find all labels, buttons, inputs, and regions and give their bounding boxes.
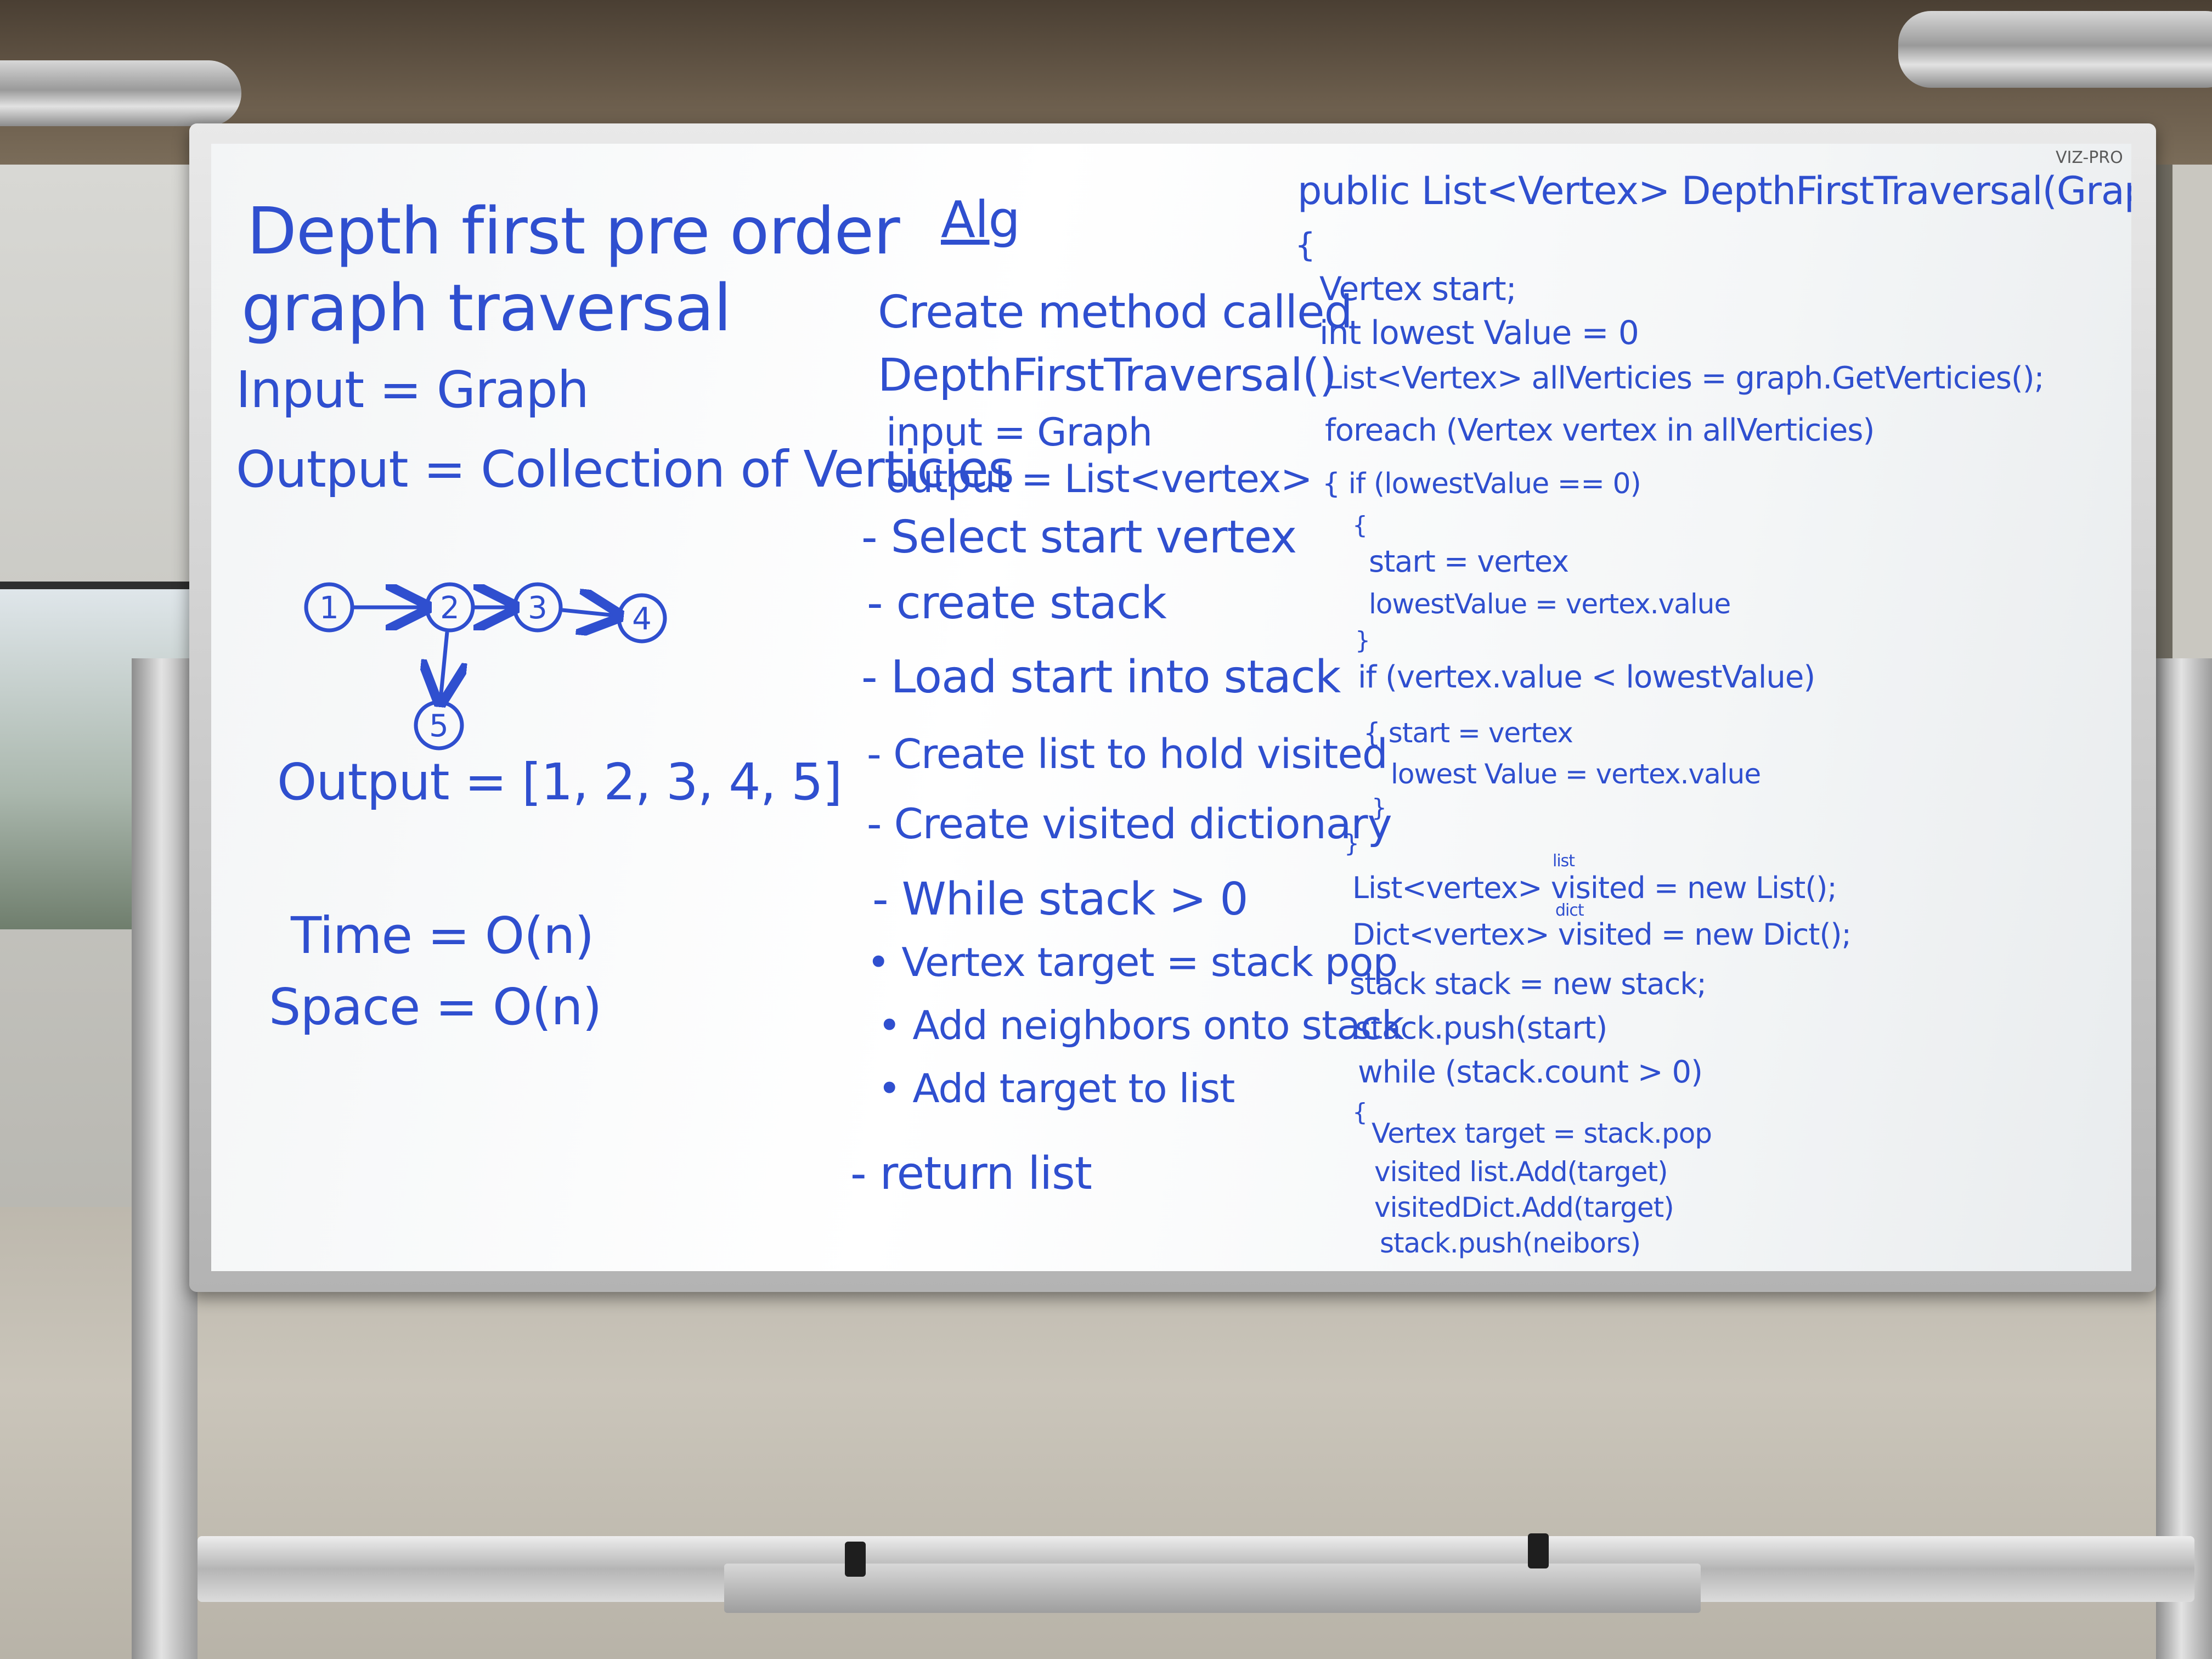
node-label-3: 3	[528, 590, 548, 626]
code-line-1: {	[1295, 226, 1316, 264]
step-3: input = Graph	[886, 410, 1153, 455]
title-line-2: graph traversal	[241, 270, 732, 346]
tray-clip-left	[845, 1542, 866, 1577]
code-line-14: }	[1372, 794, 1387, 822]
code-line-15: }	[1344, 830, 1359, 857]
whiteboard: VIZ-PRO Depth first pre order graph trav…	[211, 144, 2131, 1271]
code-line-16: List<vertex> visited = new List();	[1352, 871, 1837, 905]
stand-left-post	[132, 658, 198, 1659]
input-label: Input = Graph	[236, 360, 589, 419]
code-line-24: visitedDict.Add(target)	[1374, 1192, 1674, 1223]
code-line-3: int lowest Value = 0	[1319, 314, 1639, 352]
marker-tray	[724, 1564, 1701, 1613]
code-line-9: lowestValue = vertex.value	[1369, 588, 1731, 620]
output-label: Output = Collection of Verticies	[236, 440, 1014, 499]
method-signature: public List<Vertex> DepthFirstTraversal(…	[1297, 168, 2131, 213]
node-label-5: 5	[429, 708, 449, 744]
step-4: output = List<vertex>	[886, 456, 1313, 501]
code-line-11: if (vertex.value < lowestValue)	[1358, 659, 1815, 695]
ceiling-duct-right	[1898, 11, 2212, 88]
tray-clip-right	[1528, 1533, 1549, 1568]
code-line-4: List<Vertex> allVerticies = graph.GetVer…	[1325, 360, 2044, 396]
stand-right-post	[2156, 658, 2212, 1659]
step-11: • Vertex target = stack pop	[867, 939, 1398, 985]
title-line-1: Depth first pre order	[247, 193, 900, 269]
time-complexity: Time = O(n)	[291, 906, 594, 965]
code-line-22: Vertex target = stack.pop	[1372, 1118, 1712, 1149]
step-12: • Add neighbors onto stack	[878, 1002, 1404, 1048]
graph-diagram: 1 2 3 4 5	[304, 582, 667, 751]
step-2: DepthFirstTraversal()	[878, 349, 1337, 402]
step-13: • Add target to list	[878, 1065, 1235, 1111]
code-line-21: {	[1352, 1098, 1368, 1126]
code-line-13: lowest Value = vertex.value	[1391, 758, 1761, 790]
code-line-10: }	[1355, 627, 1370, 654]
code-line-7: {	[1352, 511, 1368, 539]
node-label-1: 1	[319, 590, 339, 626]
code-line-8: start = vertex	[1369, 544, 1569, 579]
step-10: - While stack > 0	[872, 873, 1248, 926]
code-line-6: { if (lowestValue == 0)	[1322, 467, 1641, 500]
step-8: - Create list to hold visited	[867, 731, 1388, 778]
node-label-2: 2	[440, 590, 460, 626]
step-14: - return list	[850, 1148, 1092, 1200]
code-line-20: while (stack.count > 0)	[1358, 1054, 1703, 1090]
annotation-dict: dict	[1555, 901, 1584, 920]
node-label-4: 4	[632, 601, 652, 637]
code-line-5: foreach (Vertex vertex in allVerticies)	[1325, 413, 1875, 448]
code-line-18: stack stack = new stack;	[1350, 967, 1707, 1001]
step-5: - Select start vertex	[861, 511, 1297, 563]
step-1: Create method called	[878, 286, 1353, 338]
code-line-23: visited list.Add(target)	[1374, 1156, 1668, 1188]
step-6: - create stack	[867, 577, 1167, 629]
annotation-list: list	[1553, 851, 1575, 871]
ceiling-duct-left	[0, 60, 241, 126]
step-9: - Create visited dictionary	[867, 799, 1392, 848]
edge-2-5	[441, 631, 447, 699]
code-line-17: Dict<vertex> visited = new Dict();	[1352, 917, 1852, 952]
code-line-19: stack.push(start)	[1355, 1011, 1607, 1046]
code-line-12: { start = vertex	[1363, 717, 1573, 749]
code-line-2: Vertex start;	[1319, 270, 1517, 308]
step-7: - Load start into stack	[861, 651, 1341, 703]
graph-node-1	[304, 582, 354, 633]
code-line-25: stack.push(neibors)	[1380, 1227, 1641, 1259]
edge-3-4	[562, 610, 616, 616]
space-complexity: Space = O(n)	[269, 978, 602, 1036]
algorithm-heading: Alg	[941, 190, 1020, 249]
brand-label: VIZ-PRO	[2056, 148, 2123, 167]
output-list: Output = [1, 2, 3, 4, 5]	[277, 753, 843, 811]
